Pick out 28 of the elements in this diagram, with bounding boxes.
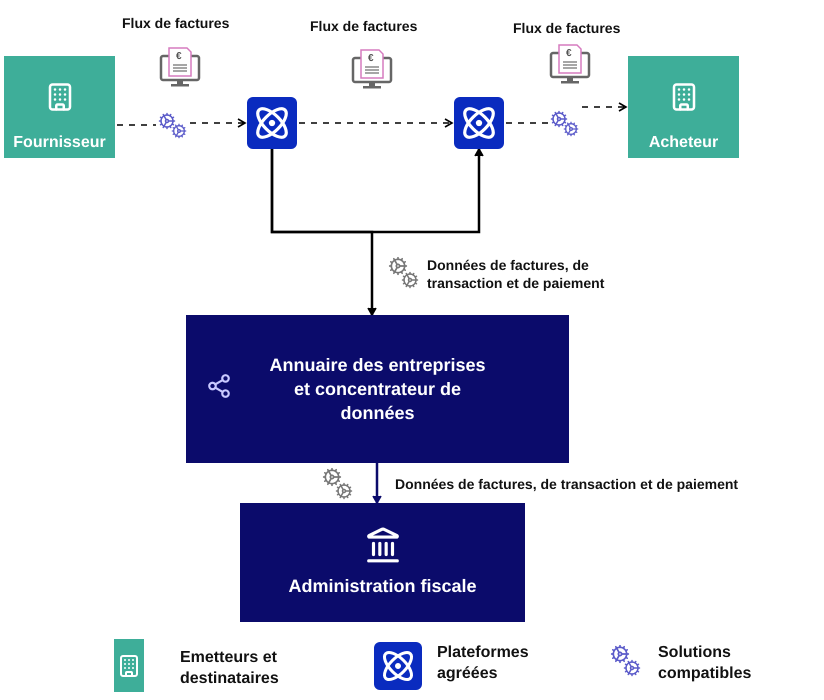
flow-label: Flux de factures: [513, 19, 620, 38]
currency-sign: €: [368, 54, 374, 64]
process-box: [186, 315, 569, 463]
currency-sign: €: [176, 52, 182, 62]
process-box: [240, 503, 525, 622]
atom-icon: [247, 97, 297, 149]
node-label: Annuaire des entreprises et concentrateur de données: [268, 354, 487, 426]
legend-text: Solutions compatibles: [658, 643, 752, 684]
arrow: [299, 118, 453, 128]
arrow: [190, 118, 246, 128]
arrow: [372, 463, 382, 504]
legend-text: Plateformes agréées: [437, 643, 530, 684]
currency-sign: €: [566, 49, 572, 59]
legend-text: Emetteurs et destinataires: [180, 648, 280, 689]
flow-label: Flux de factures: [310, 17, 418, 36]
arrow: [582, 102, 627, 112]
atom-icon: [454, 97, 504, 149]
edge-label: Données de factures, de transaction et de paiement: [427, 256, 606, 292]
node-label: Administration fiscale: [287, 575, 478, 598]
edge-label: Données de factures, de transaction et de paiement: [395, 475, 740, 494]
arrow: [270, 148, 484, 234]
node-label: Acheteur: [648, 134, 718, 152]
gears-icon: [158, 110, 188, 140]
entity-box: [4, 56, 115, 158]
node-label: Fournisseur: [13, 134, 106, 152]
entity-box: [628, 56, 739, 158]
gears-icon: [550, 108, 580, 138]
flow-label: Flux de factures: [122, 14, 230, 32]
